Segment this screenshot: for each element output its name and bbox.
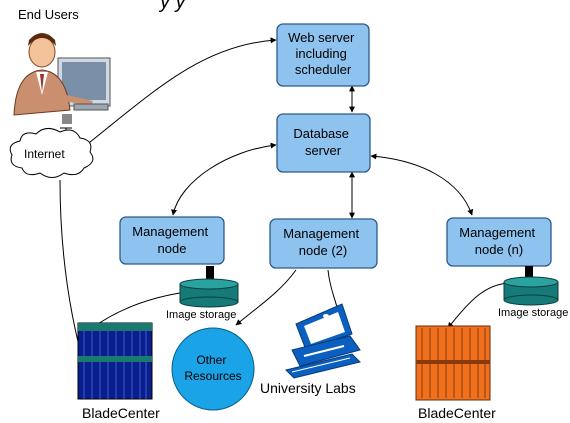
svg-text:Management node (2): Management node (2)	[283, 226, 363, 258]
mgmt2-other-arrow	[235, 269, 297, 326]
db-line-2: server	[305, 143, 342, 158]
title-fragment: y y	[158, 0, 187, 13]
web-server-node: Web server including scheduler	[276, 23, 370, 87]
database-server-node: Database server	[276, 113, 371, 173]
image-storage-left-label: Image storage	[166, 309, 236, 321]
bladecenter-right-label: BladeCenter	[418, 405, 496, 421]
management-node-n: Management node (n)	[446, 217, 552, 267]
mgmt1-line-1: Management	[132, 224, 208, 239]
svg-text:Database server: Database server	[293, 126, 352, 158]
svg-text:Management node (n): Management node (n)	[459, 225, 539, 257]
web-server-line-3: scheduler	[295, 62, 352, 77]
mgmtn-line-1: Management	[459, 225, 535, 240]
internet-web-arrow	[79, 37, 277, 151]
mgmtn-line-2: node (n)	[475, 242, 523, 257]
image-storage-right-label: Image storage	[498, 307, 568, 319]
other-resources-line-2: Resources	[184, 369, 241, 383]
bladecenter-right-icon: BladeCenter	[415, 325, 496, 421]
university-labs-computer-icon	[285, 303, 361, 379]
other-resources-node: Other Resources	[171, 327, 255, 411]
storage-blade-arrow	[91, 292, 181, 329]
image-storage-right-icon: Image storage	[498, 266, 568, 319]
mgmt2-line-1: Management	[283, 226, 359, 241]
db-mgmtn-arrow	[370, 153, 474, 216]
connectors	[59, 37, 509, 373]
web-server-line-2: including	[296, 46, 347, 61]
mgmt2-line-2: node (2)	[299, 243, 347, 258]
storage-bladen-arrow	[447, 282, 509, 329]
end-users-label: End Users	[18, 7, 79, 22]
db-line-1: Database	[293, 126, 349, 141]
other-resources-line-1: Other	[196, 353, 226, 367]
internet-cloud-icon: Internet	[9, 128, 94, 178]
university-labs-label: University Labs	[260, 380, 356, 396]
end-user-person-icon	[13, 33, 111, 124]
svg-text:Other Resources: Other Resources	[184, 353, 241, 383]
web-server-line-1: Web server	[288, 30, 355, 45]
mgmt2-labs-arrow	[327, 269, 341, 313]
internet-label: Internet	[24, 147, 65, 161]
mgmt1-line-2: node	[158, 241, 187, 256]
svg-text:Web server including: Web server including scheduler	[288, 30, 358, 77]
db-mgmt1-arrow	[171, 142, 277, 216]
svg-text:Management node: Management node	[132, 224, 212, 256]
management-node-1: Management node	[119, 216, 225, 265]
bladecenter-left-label: BladeCenter	[82, 405, 160, 421]
management-node-2: Management node (2)	[269, 218, 378, 269]
bladecenter-left-icon: BladeCenter	[77, 322, 160, 421]
image-storage-left-icon: Image storage	[166, 266, 239, 321]
